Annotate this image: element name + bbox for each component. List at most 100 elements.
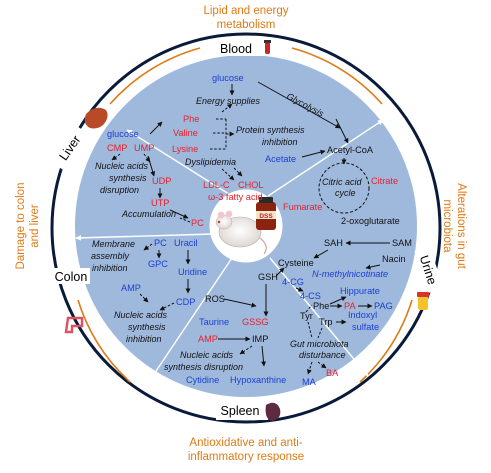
organ-label-spleen: Spleen (221, 404, 260, 418)
spleen-nucleic-1: Nucleic acids (180, 350, 234, 360)
spleen-icon (265, 402, 281, 421)
sector-colon: Membrane assembly inhibition PC Uracil G… (91, 238, 207, 344)
cytidine: Cytidine (186, 375, 219, 385)
gpc: GPC (148, 259, 168, 269)
omega-3: ω-3 fatty acid (208, 192, 263, 202)
indoxyl-sulfate: sulfate (352, 322, 379, 332)
protein-synthesis-2: inhibition (262, 137, 298, 147)
label-damage-1: Damage to colon (15, 183, 27, 270)
uridine: Uridine (178, 267, 207, 277)
n-methylnicotinate: N-methylnicotinate (312, 269, 388, 279)
accumulation: Accumulation (121, 209, 176, 219)
colon-pc: PC (154, 238, 167, 248)
label-lipid-1: Lipid and energy (203, 5, 288, 17)
blood-acetate: Acetate (265, 154, 296, 164)
label-lipid-2: metabolism (217, 19, 276, 31)
gsh: GSH (258, 272, 278, 282)
sector-spleen: GSH ROS Taurine GSSG AMP IMP Nucleic aci… (164, 267, 286, 385)
nacin: Nacin (382, 254, 406, 264)
hippurate: Hippurate (340, 286, 380, 296)
gssg: GSSG (242, 317, 269, 327)
spleen-nucleic-2: synthesis disruption (164, 362, 243, 372)
cysteine: Cysteine (278, 258, 314, 268)
gut-microbiota: Gut microbiota (290, 339, 349, 349)
organ-label-urine: Urine (417, 254, 440, 287)
blood-glucose: glucose (212, 73, 244, 83)
colon-icon (64, 316, 84, 334)
center-illustration: DSS (209, 189, 283, 263)
chol: CHOL (238, 180, 264, 190)
ros: ROS (205, 294, 225, 304)
blood-lysine: Lysine (172, 144, 198, 154)
sector-urine: Citric acid cycle Citrate Fumarate 2-oxo… (278, 158, 412, 387)
cmp: CMP (107, 143, 127, 153)
label-alterations-2: microbiota (441, 199, 453, 253)
dyslipidemia: Dyslipidemia (185, 157, 236, 167)
membrane-2: assembly (91, 251, 130, 261)
organ-blood: Blood (212, 40, 271, 56)
hypoxanthine: Hypoxanthine (230, 375, 286, 385)
liver-nucleic-3: disruption (100, 185, 139, 195)
colon-amp: AMP (121, 283, 141, 293)
blood-tube-icon (264, 40, 271, 54)
utp: UTP (151, 198, 169, 208)
membrane-3: inhibition (92, 263, 128, 273)
organ-label-colon: Colon (55, 270, 88, 284)
acetyl-coa: Acetyl-CoA (327, 145, 374, 155)
energy-supplies: Energy supplies (196, 96, 261, 106)
imp: IMP (252, 334, 268, 344)
ba: BA (326, 368, 339, 378)
cdp: CDP (176, 297, 195, 307)
indoxyl: Indoxyl (348, 310, 377, 320)
label-antiox-1: Antioxidative and anti- (189, 437, 302, 449)
oxoglutarate: 2-oxoglutarate (341, 216, 400, 226)
outer-labels: Lipid and energy metabolism Antioxidativ… (15, 5, 467, 463)
ump: UMP (134, 143, 154, 153)
organ-spleen: Spleen (216, 402, 281, 421)
sector-liver: glucose CMP UMP Nucleic acids synthesis … (95, 121, 204, 228)
colon-nucleic-3: inhibition (126, 334, 162, 344)
ma: MA (302, 377, 317, 387)
label-antiox-2: inflammatory response (188, 451, 304, 463)
organ-label-blood: Blood (220, 42, 252, 56)
liver-glucose: glucose (107, 129, 139, 139)
gut-disturbance: disturbance (299, 350, 346, 360)
trp: Trp (319, 317, 332, 327)
protein-synthesis-1: Protein synthesis (236, 125, 305, 135)
citric-acid: Citric acid (322, 177, 363, 187)
blood-phe: Phe (183, 114, 199, 124)
blood-valine: Valine (173, 128, 198, 138)
fumarate: Fumarate (283, 202, 322, 212)
label-alterations-1: Alterations in gut (455, 183, 467, 269)
urine-phe: Phe (313, 301, 329, 311)
pag: PAG (374, 301, 393, 311)
urine-cup-icon (417, 292, 429, 310)
sam: SAM (392, 238, 412, 248)
organ-colon: Colon (52, 268, 90, 334)
four-cs: 4-CS (300, 291, 321, 301)
dss-label: DSS (259, 213, 273, 220)
four-cg: 4-CG (282, 277, 304, 287)
liver-nucleic-1: Nucleic acids (95, 161, 149, 171)
membrane-1: Membrane (92, 239, 135, 249)
sah: SAH (324, 238, 343, 248)
tyr: Tyr (300, 311, 313, 321)
liver-pc: PC (191, 218, 204, 228)
colon-nucleic-1: Nucleic acids (114, 310, 168, 320)
citric-cycle: cycle (335, 188, 356, 198)
uracil: Uracil (174, 238, 197, 248)
sector-dividers (75, 119, 384, 381)
organ-liver: Liver (50, 107, 108, 171)
colon-nucleic-2: synthesis (128, 322, 166, 332)
liver-nucleic-2: synthesis (109, 173, 147, 183)
citrate: Citrate (371, 176, 398, 186)
taurine: Taurine (199, 317, 229, 327)
ldl-c: LDL-C (203, 180, 230, 190)
liver-icon (84, 107, 108, 129)
label-damage-2: and liver (29, 204, 41, 248)
outer-ring (50, 32, 442, 424)
udp: UDP (152, 176, 171, 186)
spleen-amp: AMP (198, 334, 218, 344)
pa: PA (344, 301, 356, 311)
